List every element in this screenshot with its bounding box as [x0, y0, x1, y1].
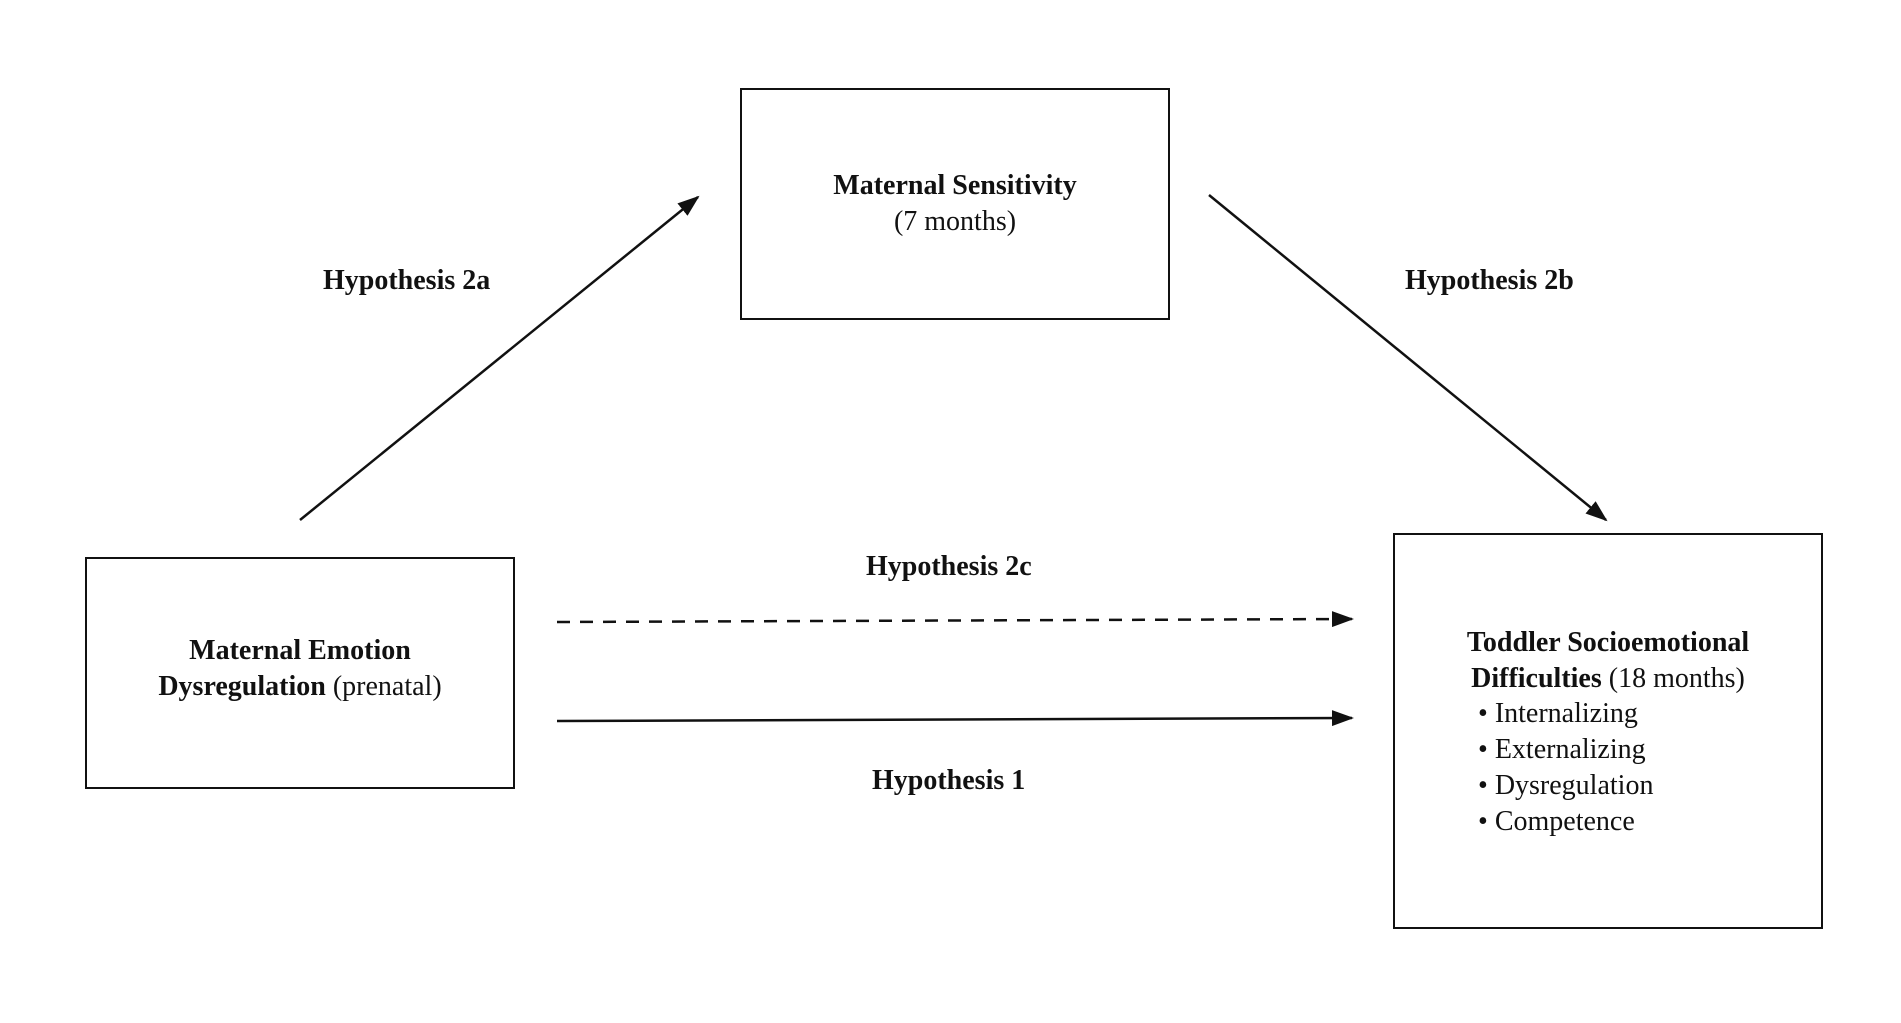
arrow-hypothesis-2a: [299, 195, 700, 521]
predictor-title-line2: Dysregulation: [158, 671, 326, 702]
list-item: • Competence: [1478, 806, 1635, 837]
outcome-detail: (18 months): [1608, 663, 1745, 694]
label-hypothesis-1: Hypothesis 1: [872, 765, 1026, 796]
label-hypothesis-2b: Hypothesis 2b: [1405, 265, 1574, 296]
label-hypothesis-2c: Hypothesis 2c: [866, 551, 1032, 582]
arrow-hypothesis-2b: [1208, 194, 1608, 522]
arrow-hypothesis-1: [556, 710, 1354, 727]
label-hypothesis-2a: Hypothesis 2a: [323, 265, 491, 296]
arrow-hypothesis-2c-dashed: [556, 611, 1354, 628]
predictor-detail: (prenatal): [332, 671, 442, 702]
outcome-box: Toddler Socioemotional Difficulties (18 …: [1393, 533, 1823, 929]
list-item: • Internalizing: [1478, 698, 1638, 729]
mediator-detail: (7 months): [893, 206, 1017, 237]
list-item: • Dysregulation: [1478, 770, 1654, 801]
outcome-title-line1: Toddler Socioemotional: [1466, 627, 1750, 658]
mediator-box: Maternal Sensitivity (7 months): [740, 88, 1170, 320]
list-item: • Externalizing: [1478, 734, 1646, 765]
predictor-title-line1: Maternal Emotion: [189, 635, 411, 666]
mediator-title: Maternal Sensitivity: [833, 170, 1077, 201]
mediator-label: Maternal Sensitivity (7 months): [742, 168, 1168, 240]
outcome-label: Toddler Socioemotional Difficulties (18 …: [1395, 625, 1821, 697]
outcome-title-line2: Difficulties: [1471, 663, 1602, 694]
outcome-list: • Internalizing • Externalizing • Dysreg…: [1478, 696, 1653, 840]
predictor-label: Maternal Emotion Dysregulation (prenatal…: [87, 633, 513, 705]
predictor-box: Maternal Emotion Dysregulation (prenatal…: [85, 557, 515, 789]
